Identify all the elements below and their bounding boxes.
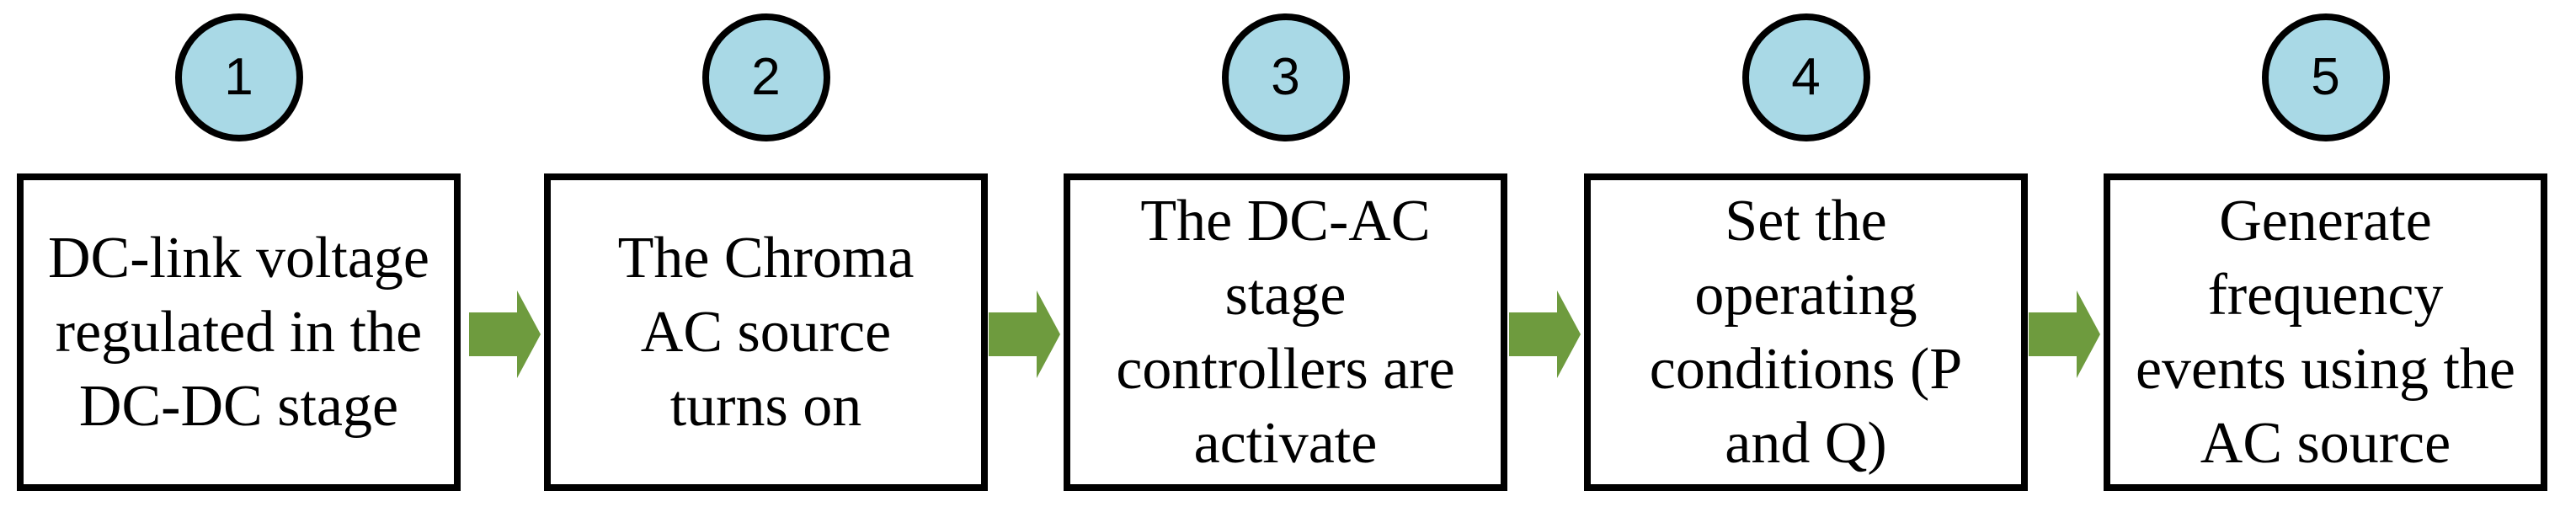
arrow-right-icon — [1509, 291, 1581, 378]
step-5: 5 Generate frequency events using the AC… — [2104, 0, 2547, 491]
step-2-number-badge: 2 — [701, 13, 830, 141]
arrow-right-icon — [469, 291, 541, 378]
step-1-box: DC-link voltage regulated in the DC-DC s… — [17, 173, 461, 491]
step-4-box: Set the operating conditions (P and Q) — [1584, 173, 2028, 491]
step-1: 1 DC-link voltage regulated in the DC-DC… — [17, 0, 461, 491]
step-5-number-badge: 5 — [2261, 13, 2390, 141]
step-3-number-badge: 3 — [1221, 13, 1350, 141]
step-5-box: Generate frequency events using the AC s… — [2104, 173, 2547, 491]
step-2-box: The Chroma AC source turns on — [544, 173, 988, 491]
arrow-right-icon — [2029, 291, 2100, 378]
arrow-right-icon — [989, 291, 1060, 378]
step-4: 4 Set the operating conditions (P and Q) — [1584, 0, 2028, 491]
step-1-number-badge: 1 — [174, 13, 303, 141]
step-2: 2 The Chroma AC source turns on — [544, 0, 988, 491]
step-3-box: The DC-AC stage controllers are activate — [1064, 173, 1507, 491]
step-3: 3 The DC-AC stage controllers are activa… — [1064, 0, 1507, 491]
step-4-number-badge: 4 — [1741, 13, 1870, 141]
